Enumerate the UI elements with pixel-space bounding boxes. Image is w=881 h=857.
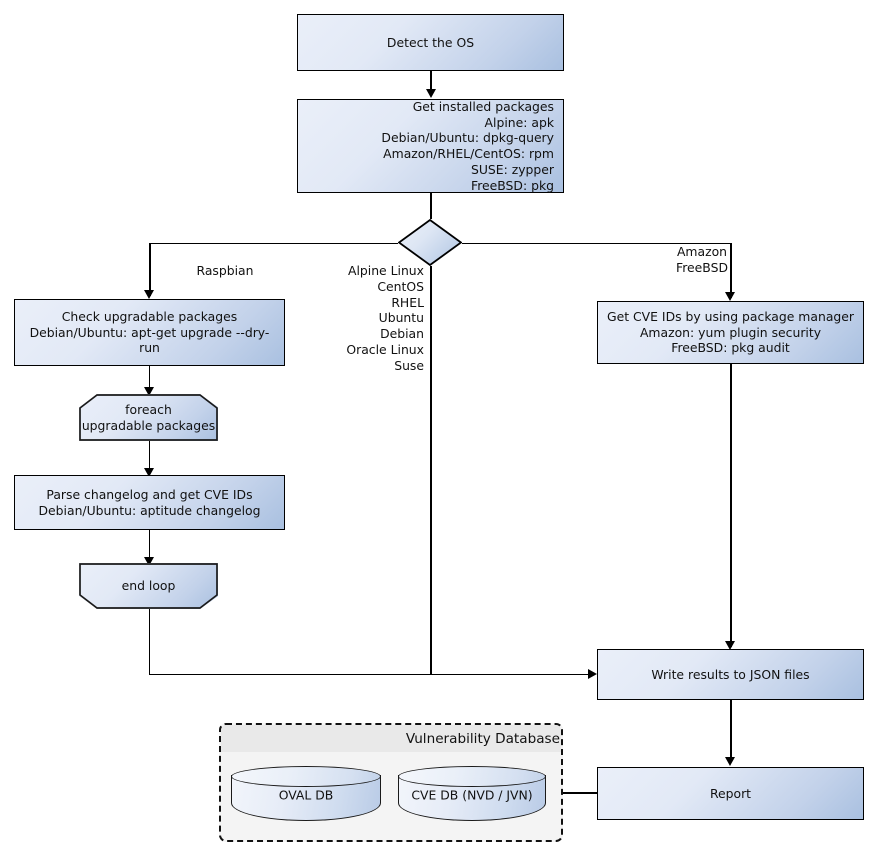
node-get-cve-ids-label: Get CVE IDs by using package manager Ama… bbox=[607, 308, 854, 356]
edge-label-os-list: Alpine Linux CentOS RHEL Ubuntu Debian O… bbox=[346, 263, 424, 373]
arrowhead-end-loop bbox=[143, 557, 154, 566]
node-report[interactable]: Report bbox=[597, 767, 864, 820]
connector-decision-center bbox=[430, 266, 432, 675]
connector-check-to-foreach bbox=[148, 366, 151, 392]
oval-db-top bbox=[231, 766, 381, 787]
node-check-upgradable-packages[interactable]: Check upgradable packages Debian/Ubuntu:… bbox=[14, 299, 285, 366]
node-detect-os[interactable]: Detect the OS bbox=[297, 14, 564, 71]
connector-detect-to-packages bbox=[430, 71, 432, 95]
arrowhead-check-upgradable bbox=[144, 290, 155, 299]
group-vulnerability-database-title: Vulnerability Database bbox=[405, 730, 560, 747]
node-parse-changelog[interactable]: Parse changelog and get CVE IDs Debian/U… bbox=[14, 475, 285, 530]
end-loop-outline bbox=[79, 563, 218, 609]
database-oval-db[interactable]: OVAL DB bbox=[231, 766, 381, 821]
connector-cvedb-to-report bbox=[546, 792, 599, 794]
node-report-label: Report bbox=[709, 785, 752, 801]
node-get-installed-packages[interactable]: Get installed packages Alpine: apk Debia… bbox=[297, 99, 564, 193]
connector-parse-to-endloop bbox=[148, 530, 151, 561]
cve-db-top bbox=[398, 766, 546, 787]
arrowhead-write-results-top bbox=[725, 641, 736, 650]
connector-foreach-to-parse bbox=[148, 441, 151, 472]
database-cve-db[interactable]: CVE DB (NVD / JVN) bbox=[398, 766, 546, 821]
end-loop-shape bbox=[79, 563, 218, 609]
arrowhead-foreach bbox=[143, 387, 154, 396]
node-end-loop-label: end loop bbox=[121, 578, 176, 594]
foreach-shape bbox=[79, 394, 218, 441]
node-detect-os-label: Detect the OS bbox=[386, 34, 475, 50]
connector-endloop-down bbox=[148, 609, 151, 675]
connector-decision-right bbox=[462, 242, 731, 245]
connector-packages-to-decision bbox=[430, 193, 432, 219]
node-get-cve-ids[interactable]: Get CVE IDs by using package manager Ama… bbox=[597, 301, 864, 364]
node-parse-changelog-label: Parse changelog and get CVE IDs Debian/U… bbox=[38, 486, 261, 518]
cve-db-label: CVE DB (NVD / JVN) bbox=[411, 786, 533, 802]
node-write-results-label: Write results to JSON files bbox=[651, 666, 810, 682]
connector-right-down bbox=[730, 242, 732, 298]
oval-db-label: OVAL DB bbox=[278, 786, 334, 802]
arrowhead-report bbox=[725, 757, 736, 766]
foreach-outline bbox=[79, 394, 218, 441]
arrowhead-get-cve-ids bbox=[725, 292, 736, 301]
node-get-installed-packages-label: Get installed packages Alpine: apk Debia… bbox=[381, 98, 554, 193]
node-foreach-loop-label: foreach upgradable packages bbox=[81, 401, 216, 433]
node-write-results[interactable]: Write results to JSON files bbox=[597, 649, 864, 700]
arrowhead-write-results bbox=[588, 668, 597, 679]
node-check-upgradable-packages-label: Check upgradable packages Debian/Ubuntu:… bbox=[29, 308, 270, 356]
edge-label-amazon-freebsd: Amazon FreeBSD bbox=[676, 244, 728, 275]
group-vulnerability-database: Vulnerability Database bbox=[219, 723, 563, 842]
group-vulnerability-database-title-bar: Vulnerability Database bbox=[221, 725, 561, 752]
node-foreach-loop[interactable]: foreach upgradable packages bbox=[79, 394, 218, 441]
arrowhead-packages bbox=[425, 89, 436, 98]
connector-left-down bbox=[149, 242, 151, 296]
node-os-decision[interactable] bbox=[398, 219, 462, 266]
diamond-outline bbox=[398, 219, 462, 266]
connector-cve-to-write bbox=[730, 364, 732, 647]
connector-merge-to-write bbox=[148, 673, 591, 676]
edge-label-raspbian: Raspbian bbox=[196, 263, 254, 278]
connector-decision-left bbox=[149, 242, 398, 245]
node-end-loop[interactable]: end loop bbox=[79, 563, 218, 609]
connector-write-to-report bbox=[730, 700, 732, 762]
arrowhead-parse-changelog bbox=[143, 468, 154, 477]
